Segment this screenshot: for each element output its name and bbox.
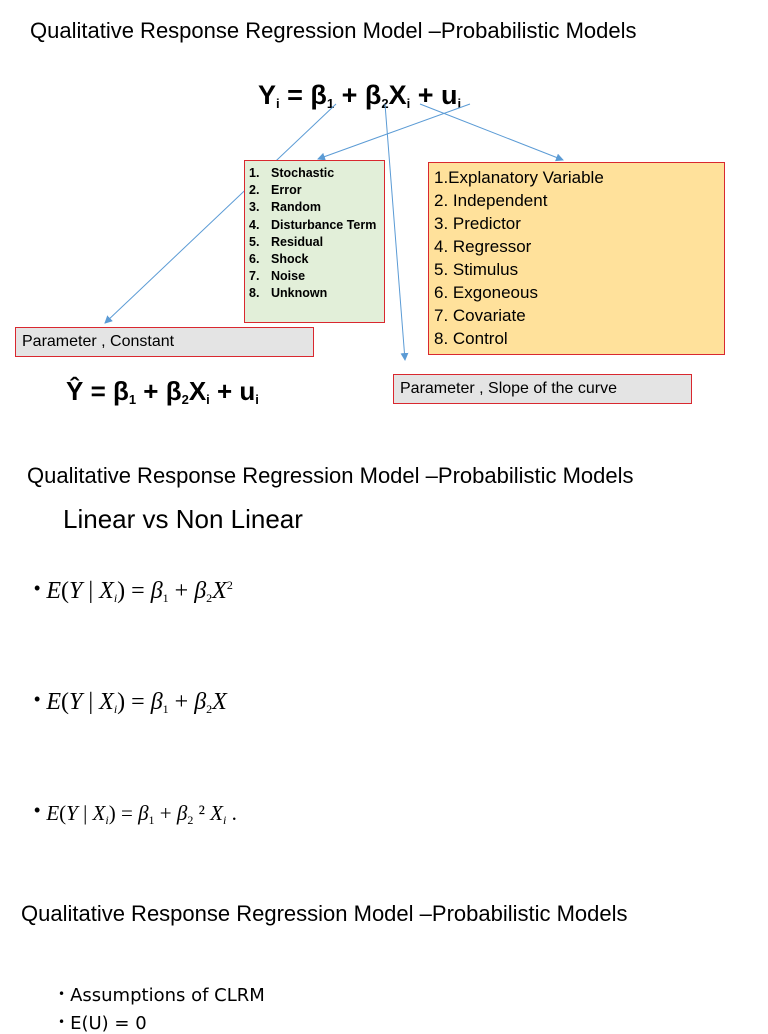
nonlinear-parameter-formula: •E(Y | Xi) = β1 + β2 ² Xi . bbox=[34, 800, 237, 827]
estimated-equation: Ŷ = β1 + β2Xi + ui bbox=[66, 376, 259, 407]
list-item: •Assumptions of CLRM bbox=[58, 985, 265, 1006]
arrow-to-explanatory bbox=[419, 103, 564, 162]
list-item: 1.Explanatory Variable bbox=[434, 168, 604, 187]
list-item: 2. Independent bbox=[434, 191, 548, 210]
slide2-title: Qualitative Response Regression Model –P… bbox=[27, 463, 634, 488]
list-item: 1.Stochastic bbox=[249, 166, 335, 180]
linear-formula: •E(Y | Xi) = β1 + β2X bbox=[34, 689, 227, 716]
nonlinear-variable-formula: •E(Y | Xi) = β1 + β2X2 bbox=[34, 578, 233, 605]
list-item: 3.Random bbox=[249, 200, 321, 215]
explanatory-list: 1.Explanatory Variable 2. Independent 3.… bbox=[434, 166, 719, 350]
constant-label-box: Parameter , Constant bbox=[15, 327, 314, 357]
explanatory-variable-box: 1.Explanatory Variable 2. Independent 3.… bbox=[428, 162, 725, 355]
slide1-title: Qualitative Response Regression Model –P… bbox=[30, 18, 637, 43]
list-item: 8. Control bbox=[434, 329, 508, 348]
constant-label: Parameter , Constant bbox=[22, 333, 175, 350]
list-item: 6.Shock bbox=[249, 252, 309, 267]
slope-label: Parameter , Slope of the curve bbox=[400, 380, 617, 397]
slope-label-box: Parameter , Slope of the curve bbox=[393, 374, 692, 404]
list-item: 3. Predictor bbox=[434, 214, 521, 233]
slide2-subtitle: Linear vs Non Linear bbox=[63, 504, 303, 534]
list-item: 4.Disturbance Term bbox=[249, 217, 377, 232]
arrow-to-constant bbox=[104, 103, 337, 324]
list-item: 6. Exgoneous bbox=[434, 283, 538, 302]
list-item: 7.Noise bbox=[249, 269, 306, 284]
error-term-list: 1.Stochastic 2.Error 3.Random 4.Disturba… bbox=[249, 165, 380, 303]
list-item: 7. Covariate bbox=[434, 306, 526, 325]
list-item: 8.Unknown bbox=[249, 286, 328, 301]
connector-arrows bbox=[104, 103, 564, 361]
bullet-dot: • bbox=[58, 1015, 66, 1029]
error-term-box: 1.Stochastic 2.Error 3.Random 4.Disturba… bbox=[244, 160, 385, 323]
arrow-to-slope bbox=[384, 103, 409, 361]
slide3-title: Qualitative Response Regression Model –P… bbox=[21, 901, 628, 926]
regression-equation: Yi = β1 + β2Xi + ui bbox=[258, 80, 462, 111]
list-item: 5. Stimulus bbox=[434, 260, 519, 279]
list-item: 2.Error bbox=[249, 183, 302, 198]
arrow-to-error bbox=[317, 103, 471, 161]
list-item: 4. Regressor bbox=[434, 237, 532, 256]
list-item: 5.Residual bbox=[249, 234, 324, 249]
bullet-dot: • bbox=[58, 987, 66, 1001]
